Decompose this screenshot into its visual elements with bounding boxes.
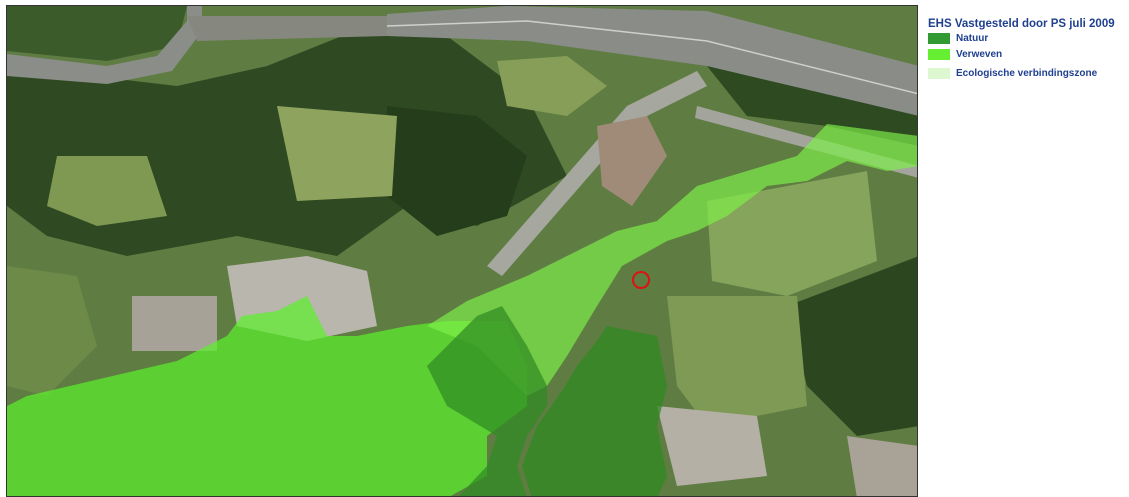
map-canvas xyxy=(7,6,917,496)
legend-item-verbindingszone: Ecologische verbindingszone xyxy=(928,64,1128,83)
location-marker xyxy=(632,271,650,289)
grass-field xyxy=(47,156,167,226)
legend-swatch xyxy=(928,68,950,79)
aerial-map[interactable] xyxy=(6,5,918,497)
grass-field xyxy=(7,266,97,396)
forest-area xyxy=(787,256,917,436)
grass-field xyxy=(497,56,607,116)
legend-swatch xyxy=(928,32,950,44)
grass-field xyxy=(707,171,877,296)
legend-swatch xyxy=(928,49,950,60)
legend-label: Verweven xyxy=(956,49,1003,60)
highway-ramp xyxy=(7,6,202,84)
ehs-verweven-area xyxy=(7,296,527,496)
grass-field xyxy=(667,296,807,426)
farm-buildings xyxy=(657,406,767,486)
legend-label: Natuur xyxy=(956,32,989,44)
legend-label: Ecologische verbindingszone xyxy=(956,68,1098,79)
highway xyxy=(187,16,387,41)
houses xyxy=(597,116,667,206)
highway xyxy=(387,6,917,116)
legend-title: EHS Vastgesteld door PS juli 2009 xyxy=(928,18,1115,30)
parking-lot xyxy=(132,296,217,351)
forest-area xyxy=(707,66,917,146)
ehs-ecological-corridor xyxy=(427,124,917,396)
farm-buildings xyxy=(847,436,917,496)
map-legend: EHS Vastgesteld door PS juli 2009 Natuur… xyxy=(928,18,1128,83)
highway-marking xyxy=(386,20,917,95)
forest-area xyxy=(387,106,527,236)
forest-area xyxy=(7,6,187,61)
grass-field xyxy=(277,106,397,201)
legend-item-natuur: Natuur xyxy=(928,31,1128,45)
legend-item-verweven: Verweven xyxy=(928,45,1128,64)
ehs-natuur-area xyxy=(427,306,547,496)
road xyxy=(487,71,707,276)
ehs-natuur-area xyxy=(522,326,667,496)
